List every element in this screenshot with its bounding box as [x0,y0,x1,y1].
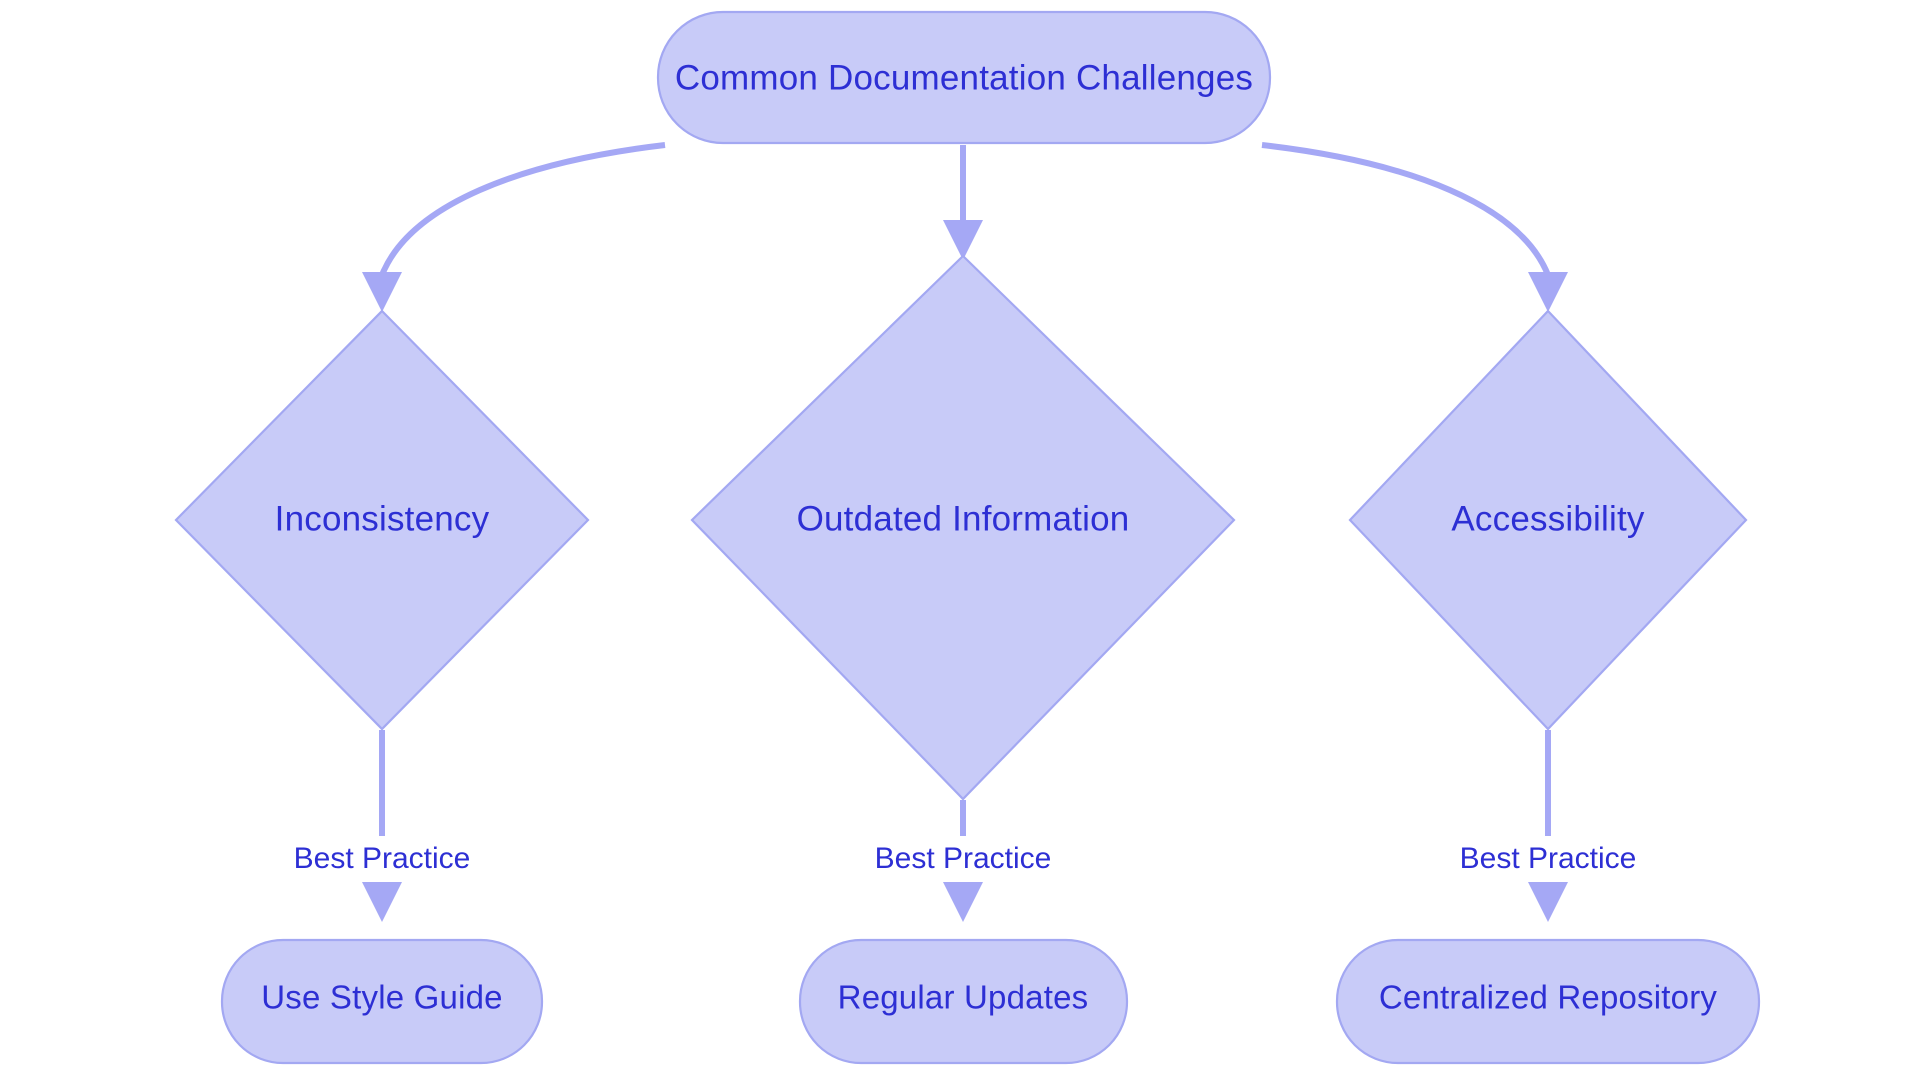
edge-label-outdated-information-best-practice: Best Practice [875,842,1052,875]
node-centralized-repository[interactable]: Centralized Repository [1335,938,1761,1065]
arrowhead-accessibility-to-centralized-repository [1528,882,1568,922]
edge-label-backdrop-accessibility [1441,836,1655,882]
edge-root-to-accessibility [1261,142,1551,277]
arrowhead-outdated-information-to-regular-updates [943,882,983,922]
node-root-label: Common Documentation Challenges [675,58,1253,97]
node-use-style-guide-label: Use Style Guide [261,979,502,1016]
arrowhead-inconsistency-to-use-style-guide [362,882,402,922]
node-common-documentation-challenges[interactable]: Common Documentation Challenges [656,10,1272,145]
node-inconsistency-shape[interactable] [174,309,590,731]
arrowhead-root-to-outdated-information [943,220,983,260]
node-accessibility[interactable]: Accessibility [1348,309,1748,731]
node-outdated-information-label: Outdated Information [797,499,1130,538]
edge-label-inconsistency-best-practice: Best Practice [294,842,471,875]
node-outdated-information[interactable]: Outdated Information [690,254,1236,801]
edge-label-accessibility-best-practice: Best Practice [1460,842,1637,875]
node-regular-updates-label: Regular Updates [838,979,1089,1016]
node-accessibility-label: Accessibility [1451,499,1645,538]
node-use-style-guide[interactable]: Use Style Guide [220,938,544,1065]
edge-label-backdrop-inconsistency [275,836,489,882]
node-inconsistency-label: Inconsistency [275,499,490,538]
node-inconsistency[interactable]: Inconsistency [174,309,590,731]
edge-root-to-inconsistency [379,142,666,277]
edge-label-backdrop-outdated-information [856,836,1070,882]
node-root-shape[interactable] [656,10,1272,145]
node-regular-updates-shape[interactable] [798,938,1129,1065]
node-centralized-repository-shape[interactable] [1335,938,1761,1065]
node-accessibility-shape[interactable] [1348,309,1748,731]
node-regular-updates[interactable]: Regular Updates [798,938,1129,1065]
arrowhead-root-to-inconsistency [362,272,402,312]
node-use-style-guide-shape[interactable] [220,938,544,1065]
node-outdated-information-shape[interactable] [690,254,1236,801]
arrowhead-root-to-accessibility [1528,272,1568,312]
node-centralized-repository-label: Centralized Repository [1379,979,1718,1016]
